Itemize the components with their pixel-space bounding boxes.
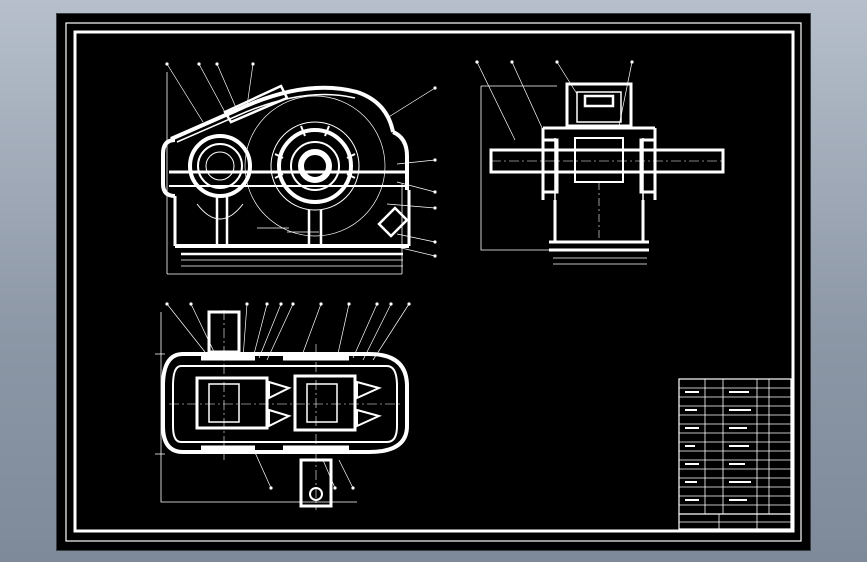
front-view — [161, 62, 437, 275]
top-view — [155, 302, 411, 510]
parts-list-rows — [679, 387, 791, 506]
drawing-canvas[interactable] — [56, 13, 811, 551]
side-view — [475, 60, 725, 265]
cad-drawing — [65, 22, 802, 542]
title-block — [678, 378, 792, 530]
sheet-border — [65, 22, 802, 542]
